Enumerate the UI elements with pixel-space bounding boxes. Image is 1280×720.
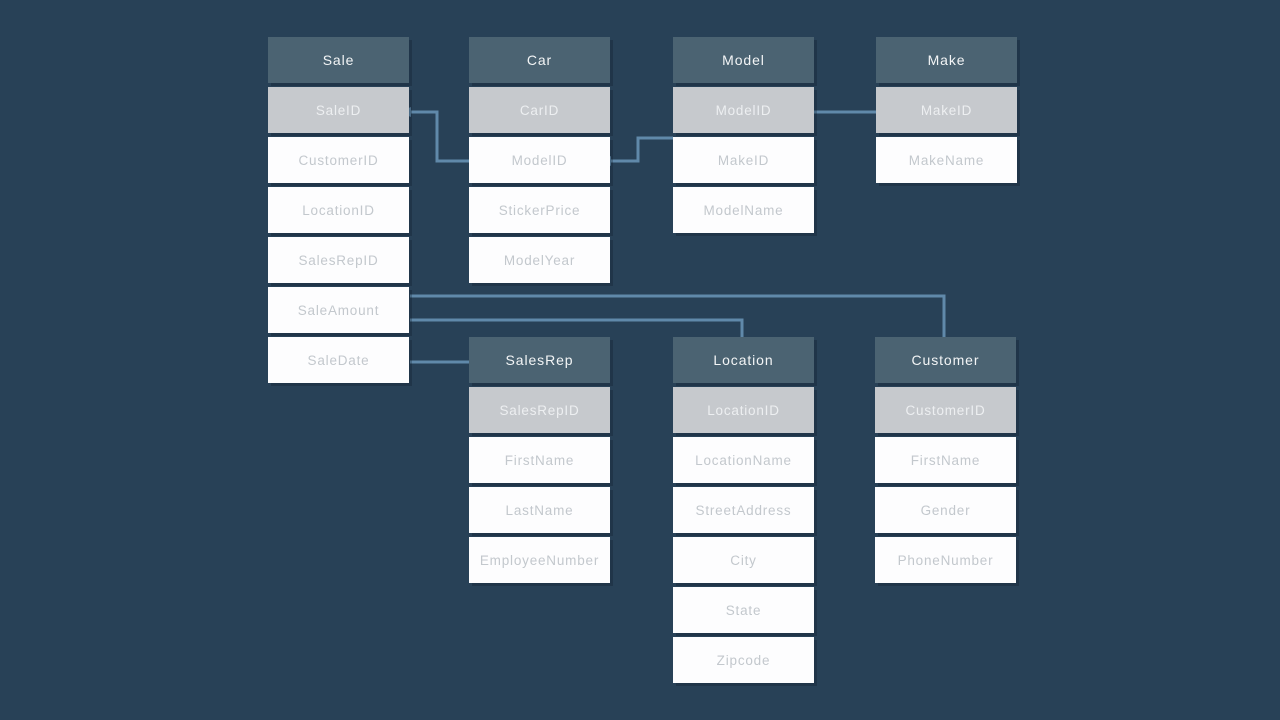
table-header-location: Location: [673, 337, 814, 383]
field-row-salesrep-firstname: FirstName: [469, 437, 610, 483]
field-row-model-modelname: ModelName: [673, 187, 814, 233]
field-row-location-locationname: LocationName: [673, 437, 814, 483]
pk-row-location: LocationID: [673, 387, 814, 433]
table-header-model: Model: [673, 37, 814, 83]
field-row-location-city: City: [673, 537, 814, 583]
field-row-sale-saledate: SaleDate: [268, 337, 409, 383]
field-row-sale-saleamount: SaleAmount: [268, 287, 409, 333]
field-row-sale-salesrepid: SalesRepID: [268, 237, 409, 283]
field-row-location-streetaddress: StreetAddress: [673, 487, 814, 533]
pk-row-customer: CustomerID: [875, 387, 1016, 433]
field-row-location-state: State: [673, 587, 814, 633]
connector-sale-customer: [410, 294, 946, 337]
field-row-car-modelid: ModelID: [469, 137, 610, 183]
pk-row-car: CarID: [469, 87, 610, 133]
field-row-sale-customerid: CustomerID: [268, 137, 409, 183]
table-header-customer: Customer: [875, 337, 1016, 383]
field-row-salesrep-employeenumber: EmployeeNumber: [469, 537, 610, 583]
field-row-salesrep-lastname: LastName: [469, 487, 610, 533]
field-row-customer-phonenumber: PhoneNumber: [875, 537, 1016, 583]
field-row-customer-gender: Gender: [875, 487, 1016, 533]
field-row-location-zipcode: Zipcode: [673, 637, 814, 683]
field-row-make-makename: MakeName: [876, 137, 1017, 183]
field-row-customer-firstname: FirstName: [875, 437, 1016, 483]
field-row-model-makeid: MakeID: [673, 137, 814, 183]
field-row-car-modelyear: ModelYear: [469, 237, 610, 283]
connector-car-model: [610, 136, 673, 163]
connector-sale-location: [410, 318, 744, 337]
table-header-car: Car: [469, 37, 610, 83]
table-header-salesrep: SalesRep: [469, 337, 610, 383]
connector-sale-car: [410, 110, 469, 163]
table-header-make: Make: [876, 37, 1017, 83]
pk-row-salesrep: SalesRepID: [469, 387, 610, 433]
field-row-car-stickerprice: StickerPrice: [469, 187, 610, 233]
pk-row-model: ModelID: [673, 87, 814, 133]
pk-row-make: MakeID: [876, 87, 1017, 133]
table-header-sale: Sale: [268, 37, 409, 83]
pk-row-sale: SaleID: [268, 87, 409, 133]
field-row-sale-locationid: LocationID: [268, 187, 409, 233]
